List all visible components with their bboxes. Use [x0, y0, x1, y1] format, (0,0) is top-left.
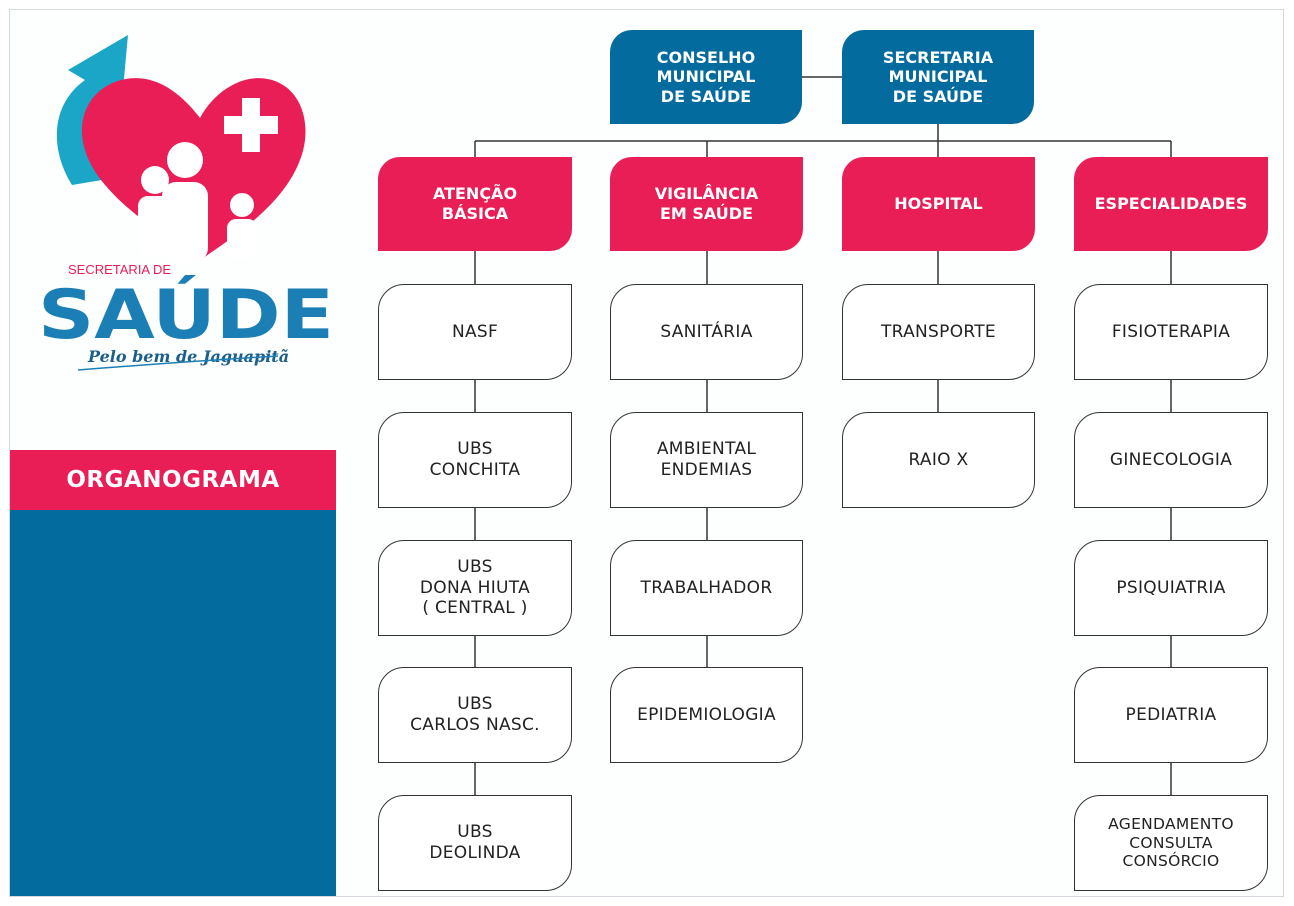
logo-subtitle: SECRETARIA DE: [68, 262, 171, 277]
family-icon: [138, 142, 257, 262]
node-ambiental-endemias: AMBIENTAL ENDEMIAS: [610, 412, 803, 508]
head-vigilancia-saude: VIGILÂNCIA EM SAÚDE: [610, 157, 803, 251]
node-sanitaria: SANITÁRIA: [610, 284, 803, 380]
node-psiquiatria: PSIQUIATRIA: [1074, 540, 1268, 636]
node-pediatria: PEDIATRIA: [1074, 667, 1268, 763]
logo-tagline: Pelo bem de Jaguapitã: [87, 347, 289, 366]
head-atencao-basica: ATENÇÃO BÁSICA: [378, 157, 572, 251]
node-epidemiologia: EPIDEMIOLOGIA: [610, 667, 803, 763]
node-raio-x: RAIO X: [842, 412, 1035, 508]
node-nasf: NASF: [378, 284, 572, 380]
conselho-municipal-node: CONSELHO MUNICIPAL DE SAÚDE: [610, 30, 802, 124]
node-ubs-deolinda: UBS DEOLINDA: [378, 795, 572, 891]
node-ubs-conchita: UBS CONCHITA: [378, 412, 572, 508]
blue-panel: [10, 510, 336, 896]
head-hospital: HOSPITAL: [842, 157, 1035, 251]
node-ginecologia: GINECOLOGIA: [1074, 412, 1268, 508]
node-fisioterapia: FISIOTERAPIA: [1074, 284, 1268, 380]
node-trabalhador: TRABALHADOR: [610, 540, 803, 636]
logo-title: SAÚDE: [38, 275, 334, 355]
node-agendamento-consulta-consorcio: AGENDAMENTO CONSULTA CONSÓRCIO: [1074, 795, 1268, 891]
head-especialidades: ESPECIALIDADES: [1074, 157, 1268, 251]
node-transporte: TRANSPORTE: [842, 284, 1035, 380]
secretaria-municipal-node: SECRETARIA MUNICIPAL DE SAÚDE: [842, 30, 1034, 124]
node-ubs-carlos-nasc: UBS CARLOS NASC.: [378, 667, 572, 763]
saude-logo: SECRETARIA DE SAÚDE Pelo bem de Jaguapit…: [38, 35, 334, 371]
medical-cross-icon: [224, 98, 278, 152]
node-ubs-dona-hiuta: UBS DONA HIUTA ( CENTRAL ): [378, 540, 572, 636]
organogram-band: ORGANOGRAMA: [10, 450, 336, 510]
organogram-page: SECRETARIA DE SAÚDE Pelo bem de Jaguapit…: [9, 9, 1284, 897]
